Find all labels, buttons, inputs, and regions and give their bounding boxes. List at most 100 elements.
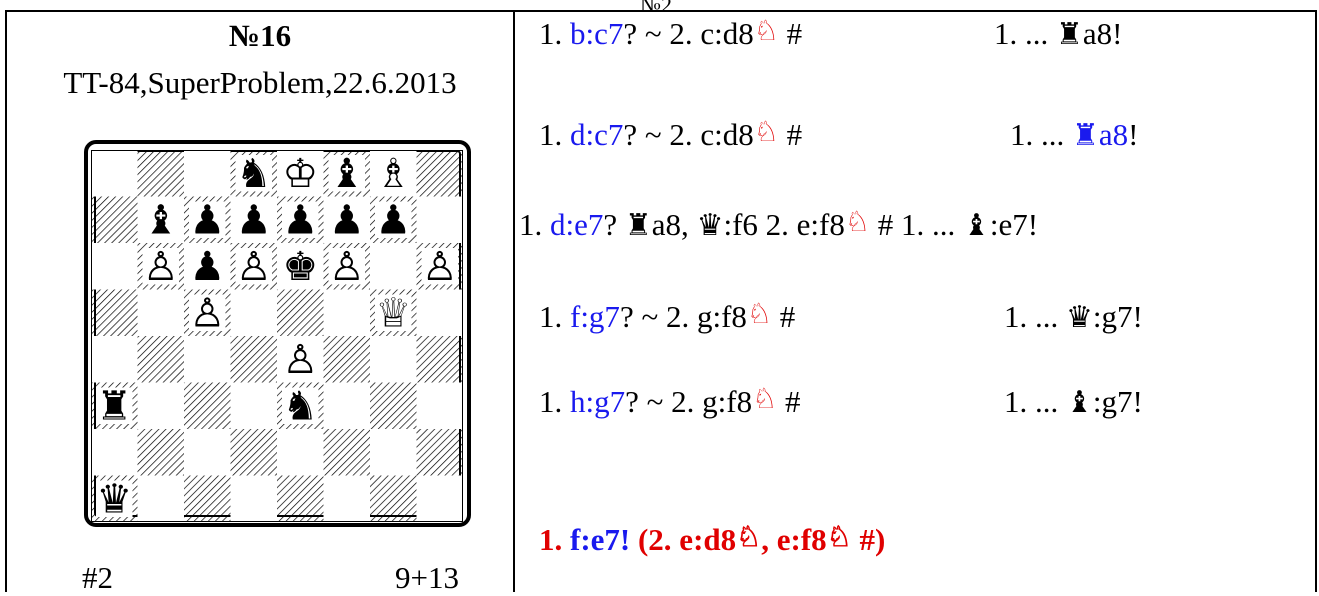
square-b7 [137, 196, 184, 243]
column-divider [513, 10, 515, 592]
square-c3 [184, 382, 231, 429]
black-queen-icon: ♛ [96, 477, 132, 522]
square-c1 [184, 475, 231, 522]
white-pawn-icon: ♙ [422, 244, 458, 290]
knight-icon: ♘ [736, 522, 762, 553]
black-pawn-icon: ♟ [236, 198, 272, 244]
white-pawn-icon: ♙ [236, 244, 272, 290]
try-move: d:c7 [570, 117, 624, 152]
piece-backdrop [235, 248, 272, 285]
square-g3 [370, 382, 417, 429]
piece-backdrop [235, 155, 272, 192]
piece-backdrop [189, 201, 226, 238]
piece-backdrop [375, 201, 412, 238]
problem-source: TT-84,SuperProblem,22.6.2013 [63, 65, 457, 100]
bishop-icon: ♝ [1066, 386, 1093, 419]
square-b2 [137, 429, 184, 476]
piece-backdrop [96, 387, 133, 424]
square-g8 [370, 150, 417, 197]
square-c2 [184, 429, 231, 476]
knight-icon: ♘ [826, 522, 852, 553]
square-h4 [416, 336, 463, 383]
diagram-column: №16 TT-84,SuperProblem,22.6.2013 ♞♔♝♗♝♟♟… [7, 12, 513, 595]
square-g2 [370, 429, 417, 476]
try-line-5: 1. h:g7? ~ 2. g:f8♘ # 1. ... ♝:g7! [539, 384, 1143, 419]
square-a5 [91, 289, 138, 336]
rook-icon: ♜ [624, 209, 652, 242]
black-pawn-icon: ♟ [189, 244, 225, 290]
black-rook-icon: ♜ [96, 384, 132, 430]
black-knight-icon: ♞ [282, 384, 318, 430]
square-h5 [416, 289, 463, 336]
queen-icon: ♛ [696, 209, 724, 242]
black-bishop-icon: ♝ [143, 198, 179, 244]
square-h7 [416, 196, 463, 243]
piece-count: 9+13 [395, 560, 459, 595]
board-border [91, 150, 463, 522]
knight-icon: ♘ [753, 16, 779, 47]
try-line-3: 1. d:e7? ♜a8, ♛:f6 2. e:f8♘ # 1. ... ♝:e… [519, 207, 1039, 242]
knight-icon: ♘ [752, 384, 778, 415]
white-bishop-icon: ♗ [375, 151, 411, 197]
square-d7 [230, 196, 277, 243]
square-h1 [416, 475, 463, 522]
try-line-2: 1. d:c7? ~ 2. c:d8♘ # 1. ... ♜a8! [539, 117, 1139, 152]
key-line: 1. f:e7! (2. e:d8♘, e:f8♘ #) [539, 522, 886, 557]
square-d3 [230, 382, 277, 429]
white-pawn-icon: ♙ [282, 337, 318, 383]
piece-backdrop [375, 294, 412, 331]
piece-backdrop [282, 201, 319, 238]
page-header-mark: №2 [640, 0, 672, 17]
try-move: h:g7 [570, 384, 626, 419]
white-pawn-icon: ♙ [329, 244, 365, 290]
square-e4 [277, 336, 324, 383]
rook-icon: ♜ [1072, 119, 1099, 152]
problem-number: №16 [228, 18, 292, 53]
bishop-icon: ♝ [962, 209, 990, 242]
square-f7 [323, 196, 370, 243]
square-f3 [323, 382, 370, 429]
black-bishop-icon: ♝ [329, 151, 365, 197]
square-h8 [416, 150, 463, 197]
square-d5 [230, 289, 277, 336]
square-b4 [137, 336, 184, 383]
black-pawn-icon: ♟ [189, 198, 225, 244]
try-move: f:g7 [570, 299, 620, 334]
square-h2 [416, 429, 463, 476]
square-f1 [323, 475, 370, 522]
piece-backdrop [328, 248, 365, 285]
black-pawn-icon: ♟ [282, 198, 318, 244]
try-line-4: 1. f:g7? ~ 2. g:f8♘ # 1. ... ♛:g7! [539, 299, 1143, 334]
square-a2 [91, 429, 138, 476]
square-c4 [184, 336, 231, 383]
square-g1 [370, 475, 417, 522]
knight-icon: ♘ [753, 117, 779, 148]
white-pawn-icon: ♙ [189, 291, 225, 337]
white-king-icon: ♔ [282, 151, 318, 197]
solution-column: 1. b:c7? ~ 2. c:d8♘ # 1. ... ♜a8! 1. d:c… [515, 12, 1317, 592]
square-f5 [323, 289, 370, 336]
square-b1 [137, 475, 184, 522]
black-pawn-icon: ♟ [375, 198, 411, 244]
piece-backdrop [421, 248, 458, 285]
chess-board: ♞♔♝♗♝♟♟♟♟♟♙♟♙♚♙♙♙♕♙♜♞♛ [91, 150, 463, 522]
square-a7 [91, 196, 138, 243]
key-move: f:e7! [570, 522, 631, 557]
square-a8 [91, 150, 138, 197]
piece-backdrop [328, 155, 365, 192]
square-e5 [277, 289, 324, 336]
try-move: b:c7 [570, 16, 624, 51]
square-b5 [137, 289, 184, 336]
knight-icon: ♘ [844, 207, 870, 238]
problem-table [5, 10, 1317, 592]
square-g6 [370, 243, 417, 290]
black-knight-icon: ♞ [236, 151, 272, 197]
black-king-icon: ♚ [282, 244, 318, 290]
square-b8 [137, 150, 184, 197]
square-d2 [230, 429, 277, 476]
square-a4 [91, 336, 138, 383]
square-e2 [277, 429, 324, 476]
square-h3 [416, 382, 463, 429]
square-c6 [184, 243, 231, 290]
piece-backdrop [189, 294, 226, 331]
